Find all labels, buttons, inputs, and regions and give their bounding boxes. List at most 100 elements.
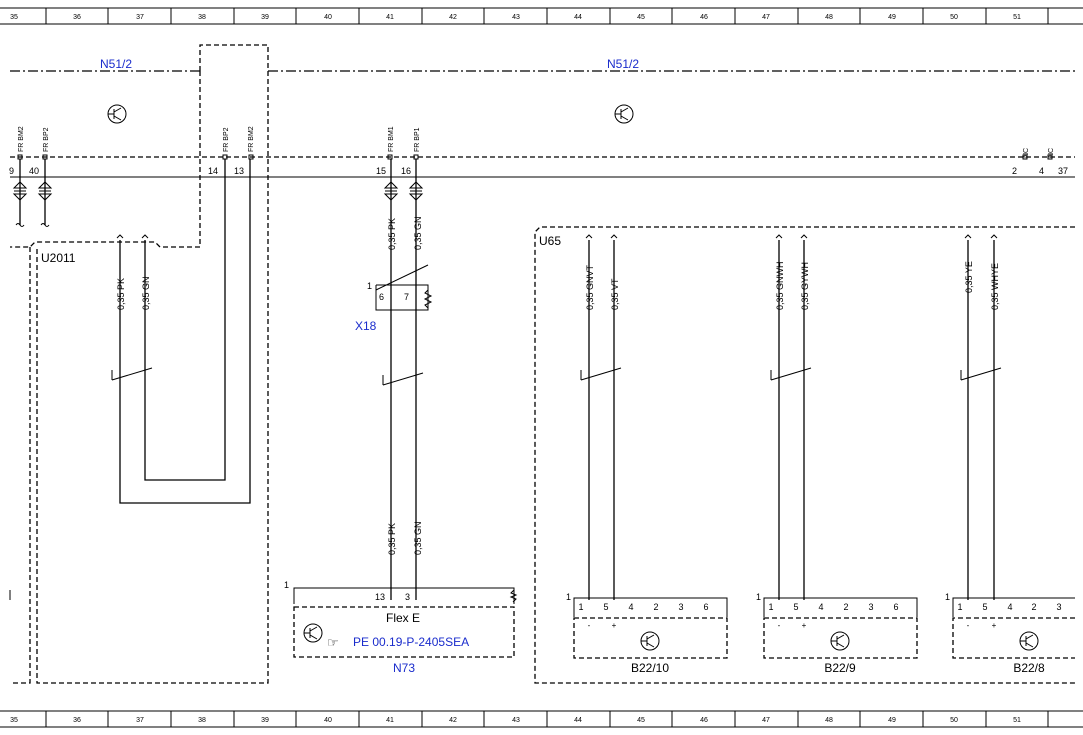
grid-label: 40 (324, 717, 332, 724)
transistor-icon (303, 623, 323, 643)
module-label-n73: N73 (393, 661, 415, 675)
grid-label: 42 (449, 717, 457, 724)
sensor-pin: 3 (678, 602, 683, 612)
wire-label: 0,35 WHYE (990, 263, 1000, 310)
pin-number: 40 (29, 166, 39, 176)
n73-module: 1 13 3 Flex E ☞ PE 00.19-P-2405SEA N73 (284, 580, 518, 675)
sensor-wires-b22-8 (960, 234, 1002, 600)
grid-label: 50 (950, 717, 958, 724)
wire-label: 0,35 GNWH (775, 261, 785, 310)
grid-label: 43 (512, 14, 520, 21)
sensor-pin: 1 (945, 592, 950, 602)
sensor-pin: 5 (793, 602, 798, 612)
pin-label: FR BM2 (248, 126, 255, 152)
sensor-pin: 4 (628, 602, 633, 612)
sensor-pin: 2 (843, 602, 848, 612)
sensor-pin: 2 (653, 602, 658, 612)
pin-number: 4 (1039, 166, 1044, 176)
grid-label: 37 (136, 717, 144, 724)
n73-pin: 13 (375, 592, 385, 602)
x18-pin: 1 (367, 281, 372, 291)
sensor-polarity: + (992, 621, 997, 630)
pin-number: 14 (208, 166, 218, 176)
transistor-icon (830, 631, 850, 651)
top-grid-bar: 35 36 37 38 39 40 41 42 43 44 45 46 47 4… (0, 7, 1083, 25)
wire-label: 0,35 GN (413, 521, 423, 555)
n73-pin: 3 (405, 592, 410, 602)
module-label-u2011: U2011 (41, 251, 76, 265)
pin-number: 9 (9, 166, 14, 176)
wire-label: 0,35 GN (141, 276, 151, 310)
n73-pin: 1 (284, 580, 289, 590)
sensor-label-b22-8: B22/8 (1013, 661, 1045, 675)
grid-label: 49 (888, 717, 896, 724)
pin-number: 2 (1012, 166, 1017, 176)
x18-pin: 7 (404, 292, 409, 302)
grid-label: 35 (10, 14, 18, 21)
grid-label: 36 (73, 717, 81, 724)
grid-label: 45 (637, 717, 645, 724)
pin-number: 16 (401, 166, 411, 176)
pin-numbers: 9 40 14 13 15 16 2 4 37 (9, 166, 1068, 176)
center-wires (382, 159, 424, 600)
sensor-b22-9: 1 1 5 4 2 3 6 - + B22/9 (756, 592, 918, 675)
sensor-b22-10: 1 1 5 4 2 3 6 - + B22/10 (566, 592, 728, 675)
sensor-pin: 3 (868, 602, 873, 612)
module-label-n51-left: N51/2 (100, 57, 132, 71)
pin-markers (17, 154, 1053, 160)
module-name-flex-e: Flex E (386, 611, 420, 625)
grid-label: 41 (386, 717, 394, 724)
grid-label: 51 (1013, 14, 1021, 21)
wire-label: 0,35 PK (116, 278, 126, 310)
connector-pin-labels: FR BM2 FR BP2 FR BP2 FR BM2 FR BM1 FR BP… (18, 126, 1055, 158)
grid-label: 37 (136, 14, 144, 21)
sensor-pin: 1 (756, 592, 761, 602)
grid-label: 51 (1013, 717, 1021, 724)
sensor-pin: 1 (566, 592, 571, 602)
grid-label: 50 (950, 14, 958, 21)
module-label-n51-right: N51/2 (607, 57, 639, 71)
grid-label: 47 (762, 717, 770, 724)
grid-label: 39 (261, 717, 269, 724)
sensor-pin: 1 (957, 602, 962, 612)
wire-label: 0,35 GYWH (800, 262, 810, 310)
left-wires (12, 159, 251, 504)
sensor-pin: 4 (818, 602, 823, 612)
grid-label: 48 (825, 717, 833, 724)
u65-boundary: U65 (534, 226, 1075, 684)
grid-label: 45 (637, 14, 645, 21)
grid-label: 44 (574, 14, 582, 21)
pin-number: 37 (1058, 166, 1068, 176)
sensor-polarity: - (967, 621, 970, 630)
sensor-pin: 5 (603, 602, 608, 612)
bottom-grid-bar: 35 36 37 38 39 40 41 42 43 44 45 46 47 4… (0, 710, 1083, 728)
grid-label: 48 (825, 14, 833, 21)
sensor-pin: 1 (768, 602, 773, 612)
grid-label: 41 (386, 14, 394, 21)
sensor-polarity: - (778, 621, 781, 630)
pin-label: FR BP2 (43, 127, 50, 152)
x18-pin: 6 (379, 292, 384, 302)
module-label-u65: U65 (539, 234, 561, 248)
transistor-icon (1019, 631, 1039, 651)
sensor-label-b22-10: B22/10 (631, 661, 669, 675)
sensor-polarity: - (588, 621, 591, 630)
sensor-wires-b22-9 (770, 234, 812, 600)
n51-module-boundary: N51/2 N51/2 (10, 44, 1075, 178)
sensor-pin: 6 (703, 602, 708, 612)
x18-connector: 1 6 7 X18 (355, 264, 433, 333)
sensor-wires-b22-10 (580, 234, 622, 600)
wire-label: 0,35 GN (413, 216, 423, 250)
grid-label: 42 (449, 14, 457, 21)
sensor-pin: 5 (982, 602, 987, 612)
pin-label: FR BM2 (18, 126, 25, 152)
pointing-hand-icon: ☞ (327, 635, 339, 650)
pin-label: FR BP2 (223, 127, 230, 152)
grid-label: 38 (198, 14, 206, 21)
pin-label: FR BM1 (388, 126, 395, 152)
u2011-boundary: U2011 (9, 71, 269, 684)
sensor-pin: 3 (1056, 602, 1061, 612)
sensor-pin: 4 (1007, 602, 1012, 612)
grid-label: 38 (198, 717, 206, 724)
transistor-icon (107, 104, 127, 124)
